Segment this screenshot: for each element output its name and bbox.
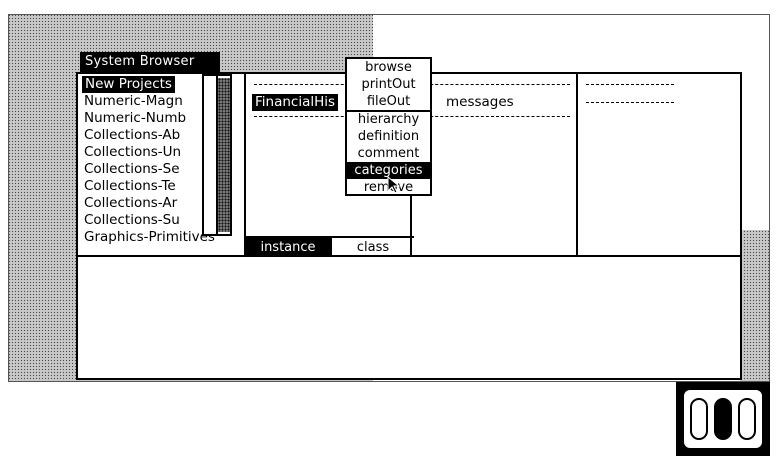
method-pane-separator xyxy=(586,102,674,103)
mouse-right-button xyxy=(738,398,756,440)
instance-toggle-button[interactable]: instance xyxy=(246,238,330,257)
category-item[interactable]: Collections-Su xyxy=(84,212,180,228)
menu-connector-line xyxy=(410,194,412,238)
scrollbar-gutter-line xyxy=(216,76,218,234)
window-title-tab[interactable]: System Browser xyxy=(80,52,220,72)
class-pane[interactable]: FinancialHis instance class xyxy=(244,72,414,257)
mouse-middle-button xyxy=(714,398,732,440)
method-pane[interactable] xyxy=(576,72,742,257)
class-list-selected-item[interactable]: FinancialHis xyxy=(252,94,339,111)
message-pane[interactable]: messages xyxy=(410,72,578,257)
method-pane-separator xyxy=(586,84,674,85)
desktop-background-frame xyxy=(8,14,770,382)
class-pane-separator xyxy=(254,116,354,117)
menu-item-printout[interactable]: printOut xyxy=(361,77,416,92)
category-item[interactable]: Numeric-Numb xyxy=(84,110,187,126)
category-item[interactable]: Collections-Ab xyxy=(84,127,181,143)
category-scrollbar[interactable] xyxy=(202,74,232,236)
menu-item-categories[interactable]: categories xyxy=(347,162,430,179)
category-item[interactable]: Collections-Ar xyxy=(84,195,178,211)
scrollbar-thumb[interactable] xyxy=(218,78,230,232)
category-item[interactable]: Collections-Un xyxy=(84,144,182,160)
category-item[interactable]: Collections-Se xyxy=(84,161,180,177)
message-pane-separator xyxy=(420,84,570,85)
desktop-background-right xyxy=(740,230,770,382)
message-pane-separator xyxy=(420,116,570,117)
menu-item-hierarchy[interactable]: hierarchy xyxy=(357,112,420,127)
menu-item-fileout[interactable]: fileOut xyxy=(366,94,411,109)
category-item[interactable]: Graphics-Primitives xyxy=(84,229,215,245)
instance-class-toggle: instance class xyxy=(246,236,414,257)
mouse-buttons-icon xyxy=(676,382,770,456)
menu-item-comment[interactable]: comment xyxy=(357,146,420,161)
window-title: System Browser xyxy=(85,54,195,69)
code-pane[interactable] xyxy=(76,255,742,380)
class-pane-separator xyxy=(254,84,354,85)
menu-item-definition[interactable]: definition xyxy=(357,129,420,144)
class-toggle-button[interactable]: class xyxy=(330,238,414,257)
menu-item-browse[interactable]: browse xyxy=(365,60,412,75)
cursor-arrow-icon xyxy=(387,176,401,194)
menu-divider xyxy=(347,110,430,112)
mouse-buttons-panel xyxy=(684,390,762,448)
category-item[interactable]: Numeric-Magn xyxy=(84,93,183,109)
category-item[interactable]: New Projects xyxy=(82,76,175,93)
mouse-left-button xyxy=(690,398,708,440)
message-pane-label: messages xyxy=(446,94,514,110)
popup-menu: browse printOut fileOut hierarchy defini… xyxy=(345,57,432,196)
category-item[interactable]: Collections-Te xyxy=(84,178,176,194)
